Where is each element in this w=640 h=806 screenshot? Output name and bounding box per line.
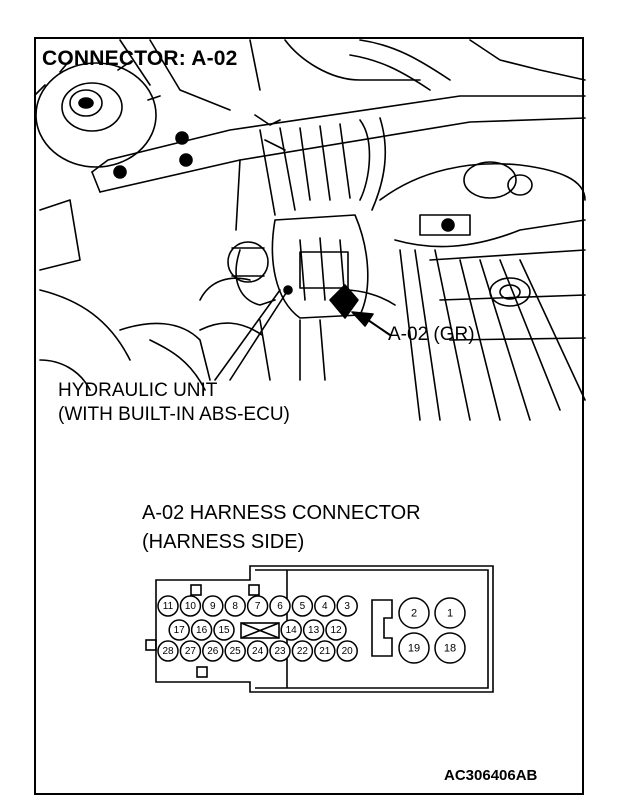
- pin-10: 10: [179, 595, 202, 617]
- pin-6: 6: [269, 595, 291, 617]
- pin-14: 14: [280, 619, 302, 641]
- figure-frame: [34, 37, 584, 795]
- strut-bar: [91, 95, 586, 173]
- svg-text:21: 21: [319, 646, 331, 657]
- svg-text:11: 11: [163, 601, 174, 612]
- pin-5: 5: [291, 595, 314, 617]
- pin-3: 3: [336, 595, 358, 617]
- svg-text:9: 9: [210, 601, 216, 612]
- pin-11: 11: [157, 595, 179, 617]
- svg-text:5: 5: [300, 601, 306, 612]
- pin-4: 4: [314, 595, 336, 617]
- connector-heading: A-02 HARNESS CONNECTOR: [142, 502, 421, 524]
- connector-tab-top-left: [190, 584, 202, 596]
- connector-callout-label: A-02 (GR): [388, 324, 475, 345]
- pin-18: 18: [434, 632, 466, 664]
- pin-7: 7: [246, 595, 269, 617]
- pin-24: 24: [246, 640, 269, 662]
- pin-17: 17: [168, 619, 190, 641]
- pin-20: 20: [336, 640, 358, 662]
- svg-text:16: 16: [196, 625, 208, 636]
- connector-keyway: [371, 599, 393, 657]
- pin-16: 16: [190, 619, 213, 641]
- svg-text:7: 7: [255, 601, 261, 612]
- pin-13: 13: [302, 619, 325, 641]
- pin-2: 2: [398, 597, 430, 629]
- svg-text:3: 3: [344, 601, 350, 612]
- svg-text:27: 27: [185, 646, 197, 657]
- pin-9: 9: [202, 595, 224, 617]
- svg-text:26: 26: [207, 646, 219, 657]
- svg-text:14: 14: [286, 625, 298, 636]
- pin-8: 8: [224, 595, 246, 617]
- strut-mount-outer: [35, 62, 157, 168]
- svg-text:15: 15: [218, 625, 230, 636]
- svg-text:2: 2: [411, 608, 417, 620]
- connector-subheading: (HARNESS SIDE): [142, 531, 305, 553]
- pin-26: 26: [202, 640, 224, 662]
- svg-text:24: 24: [252, 646, 264, 657]
- pin-19: 19: [398, 632, 430, 664]
- connector-tab-top-right: [248, 584, 260, 596]
- hydraulic-unit-label: HYDRAULIC UNIT: [58, 380, 218, 401]
- pin-25: 25: [224, 640, 246, 662]
- svg-text:19: 19: [408, 643, 420, 655]
- svg-text:1: 1: [447, 608, 453, 620]
- pin-1: 1: [434, 597, 466, 629]
- figure-code: AC306406AB: [444, 767, 538, 784]
- svg-text:12: 12: [330, 625, 342, 636]
- svg-text:10: 10: [185, 601, 197, 612]
- svg-text:8: 8: [232, 601, 238, 612]
- pin-28: 28: [157, 640, 179, 662]
- svg-text:17: 17: [174, 625, 186, 636]
- pin-27: 27: [179, 640, 202, 662]
- pin-23: 23: [269, 640, 291, 662]
- callout-arrow: [351, 311, 374, 327]
- svg-text:4: 4: [322, 601, 328, 612]
- pin-22: 22: [291, 640, 314, 662]
- pin-15: 15: [213, 619, 235, 641]
- svg-text:25: 25: [230, 646, 242, 657]
- pin-21: 21: [314, 640, 336, 662]
- connector-tab-left: [145, 639, 157, 651]
- connector-tab-bottom: [196, 666, 208, 678]
- hydraulic-unit-leader: [214, 289, 289, 381]
- svg-text:6: 6: [277, 601, 283, 612]
- svg-text:28: 28: [162, 646, 174, 657]
- svg-text:23: 23: [274, 646, 286, 657]
- pin-12: 12: [325, 619, 347, 641]
- svg-text:20: 20: [342, 646, 354, 657]
- svg-text:13: 13: [308, 625, 320, 636]
- svg-text:18: 18: [444, 643, 456, 655]
- blank-cavity: [240, 622, 280, 639]
- svg-text:22: 22: [297, 646, 309, 657]
- hydraulic-unit-sublabel: (WITH BUILT-IN ABS-ECU): [58, 404, 290, 425]
